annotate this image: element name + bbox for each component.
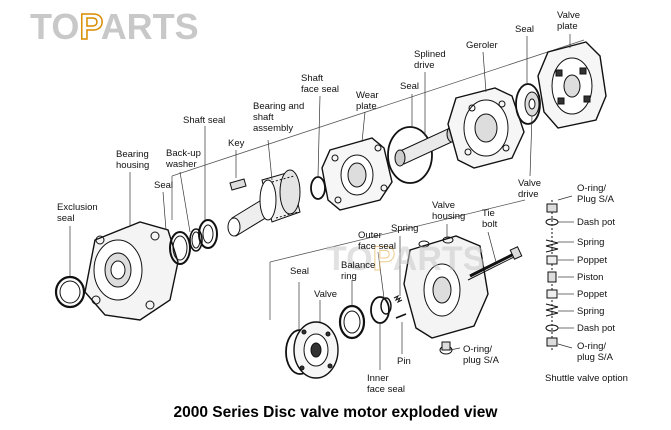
toparts-watermark: TOPARTS — [326, 240, 485, 279]
watermark-text-3: ARTS — [392, 240, 486, 278]
shuttle-item-dash-pot-top: Dash pot — [577, 217, 616, 228]
splined-drive-part — [394, 125, 458, 167]
shuttle-item-spring-bottom: Spring — [577, 306, 605, 317]
shuttle-item-oring-plug-top: O-ring/ Plug S/A — [577, 183, 614, 205]
label-valve-housing: Valve housing — [432, 200, 466, 222]
label-back-up-washer: Back-up washer — [166, 148, 201, 170]
label-exclusion-seal: Exclusion seal — [57, 202, 98, 224]
bearing-housing-part — [84, 221, 179, 321]
label-geroler: Geroler — [466, 40, 498, 51]
valve-housing-part — [403, 235, 489, 339]
label-shaft-face-seal: Shaft face seal — [301, 73, 340, 95]
label-outer-face-seal: Outer face seal — [358, 230, 397, 252]
label-key: Key — [228, 138, 245, 149]
valve-disc-part — [293, 321, 339, 379]
oring-plug-lower-part — [439, 341, 453, 355]
valve-drive-part — [524, 91, 540, 117]
label-bearing-housing: Bearing housing — [116, 149, 150, 171]
key-part — [229, 178, 247, 191]
label-shaft-seal: Shaft seal — [183, 115, 226, 126]
frame-lines — [171, 39, 585, 320]
tie-bolt-part — [467, 246, 523, 281]
shaft-face-seal-part — [310, 176, 326, 200]
label-tie-bolt: Tie bolt — [482, 208, 498, 230]
label-seal-top: Seal — [515, 24, 535, 35]
label-splined-drive: Splined drive — [414, 49, 446, 71]
label-seal-lower: Seal — [290, 266, 310, 277]
geroler-part — [447, 87, 525, 169]
shuttle-item-oring-plug-bottom: O-ring/ plug S/A — [577, 341, 613, 363]
label-bearing-shaft-assembly: Bearing and shaft assembly — [253, 101, 305, 134]
shuttle-item-poppet-top: Poppet — [577, 255, 608, 266]
shuttle-item-spring-top: Spring — [577, 237, 605, 248]
watermark-text-2: P — [372, 240, 393, 279]
label-seal-left: Seal — [154, 180, 174, 191]
shaft-seal-part — [198, 219, 218, 249]
valve-plate-part — [537, 41, 607, 129]
label-seal-mid: Seal — [400, 81, 420, 92]
shuttle-valve-stack — [545, 200, 559, 350]
label-wear-plate: Wear plate — [356, 90, 379, 112]
seal-top-part — [515, 83, 541, 125]
label-oring-plug-lower: O-ring/ plug S/A — [463, 344, 499, 366]
logo-text-1: TO — [30, 6, 80, 47]
label-spring: Spring — [391, 223, 419, 234]
label-valve: Valve — [314, 289, 338, 300]
balance-ring-part — [338, 304, 366, 340]
shuttle-item-piston: Piston — [577, 272, 604, 283]
toparts-logo: TOPARTS — [30, 5, 199, 48]
watermark-text-1: TO — [326, 240, 373, 278]
label-inner-face-seal: Inner face seal — [367, 373, 406, 395]
wear-plate-part — [321, 137, 393, 211]
label-pin: Pin — [397, 356, 411, 367]
shuttle-valve-option-title: Shuttle valve option — [545, 373, 628, 384]
label-valve-drive: Valve drive — [518, 178, 542, 200]
label-valve-plate: Valve plate — [557, 10, 581, 32]
label-balance-ring: Balance ring — [341, 260, 376, 282]
logo-text-3: ARTS — [100, 6, 199, 47]
face-seals-part — [370, 296, 392, 324]
bearing-shaft-assembly-part — [227, 169, 301, 237]
leader-lines — [69, 34, 574, 370]
shuttle-item-poppet-bottom: Poppet — [577, 289, 608, 300]
logo-text-2: P — [79, 5, 102, 48]
exclusion-seal-part — [54, 275, 86, 309]
seal-mid-part — [387, 126, 433, 184]
shuttle-item-dash-pot-bottom: Dash pot — [577, 323, 616, 334]
spring-pin-part — [393, 294, 407, 319]
seal-left-part — [169, 231, 191, 265]
figure-caption: 2000 Series Disc valve motor exploded vi… — [173, 404, 498, 421]
